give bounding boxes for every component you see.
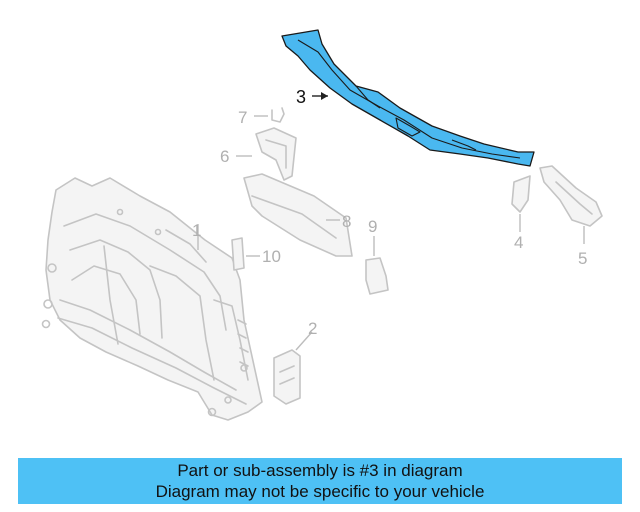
banner-line-2: Diagram may not be specific to your vehi… [155,482,485,501]
part-5-side-bracket [539,165,603,227]
callout-1: 1 [192,221,201,240]
callout-9: 9 [368,217,377,236]
callout-2: 2 [308,319,317,338]
callout-4: 4 [514,233,523,252]
callout-6: 6 [220,147,229,166]
parts-diagram: 1 2 3 4 5 6 7 8 [41,29,603,421]
info-banner: Part or sub-assembly is #3 in diagram Di… [18,458,622,504]
part-1-radiator-support [41,177,263,421]
callout-8: 8 [342,212,351,231]
callout-5: 5 [578,249,587,268]
part-10-seal [231,237,245,271]
part-9-bracket [365,257,389,295]
banner-line-1: Part or sub-assembly is #3 in diagram [177,461,463,480]
part-7-clip [271,107,285,123]
part-8-deflector-panel [243,173,353,257]
part-4-bracket [511,175,531,213]
part-3-upper-tie-bar [281,29,535,167]
callout-3: 3 [296,87,306,107]
part-2-bracket [273,349,301,405]
callout-10: 10 [262,247,281,266]
part-6-bracket [255,127,297,181]
callout-7: 7 [238,108,247,127]
